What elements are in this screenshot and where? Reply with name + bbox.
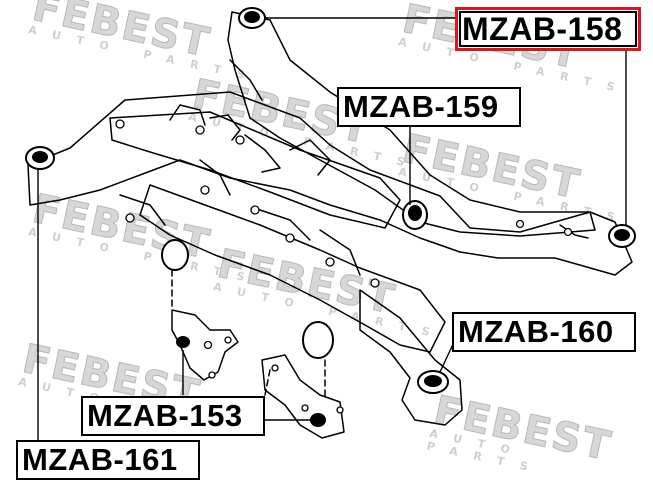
bushing-mzab161: [25, 146, 55, 170]
part-label-mzab159: MZAB-159: [337, 87, 521, 127]
bracket-153: [261, 354, 345, 439]
part-label-mzab158: MZAB-158: [455, 7, 641, 51]
part-label-mzab161: MZAB-161: [16, 440, 200, 480]
mount-upper-left: [161, 239, 190, 348]
bushing-mzab159: [402, 200, 428, 230]
part-label-mzab153: MZAB-153: [81, 396, 265, 436]
mount-mzab153: [302, 321, 334, 427]
bushing-mzab158: [238, 7, 266, 29]
left-rail: [27, 91, 633, 276]
cross-member-upper: [109, 111, 401, 229]
lower-right-arm: [359, 289, 463, 426]
bushing-mzab160: [417, 370, 449, 394]
cross-member-lower: [139, 184, 446, 353]
part-label-mzab160: MZAB-160: [452, 312, 636, 352]
bushing-mzab158-right: [608, 224, 636, 248]
